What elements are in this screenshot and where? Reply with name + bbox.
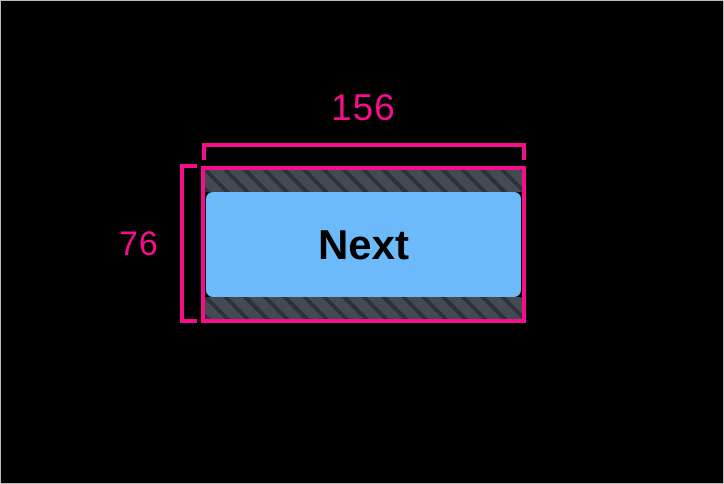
width-bracket-tick-right	[522, 143, 526, 160]
height-measurement-bracket	[180, 164, 197, 323]
width-measurement-bracket	[202, 143, 526, 160]
padding-band-bottom	[205, 297, 522, 319]
height-bracket-bar	[180, 164, 184, 323]
height-bracket-tick-bottom	[180, 319, 197, 323]
width-bracket-bar	[202, 143, 526, 147]
element-selection-outline[interactable]: Next	[201, 166, 526, 323]
height-measurement-label: 76	[119, 225, 159, 263]
height-bracket-tick-top	[180, 164, 197, 168]
padding-band-top	[205, 170, 522, 192]
width-measurement-label: 156	[331, 87, 396, 128]
width-bracket-tick-left	[202, 143, 206, 160]
next-button[interactable]: Next	[206, 192, 521, 297]
